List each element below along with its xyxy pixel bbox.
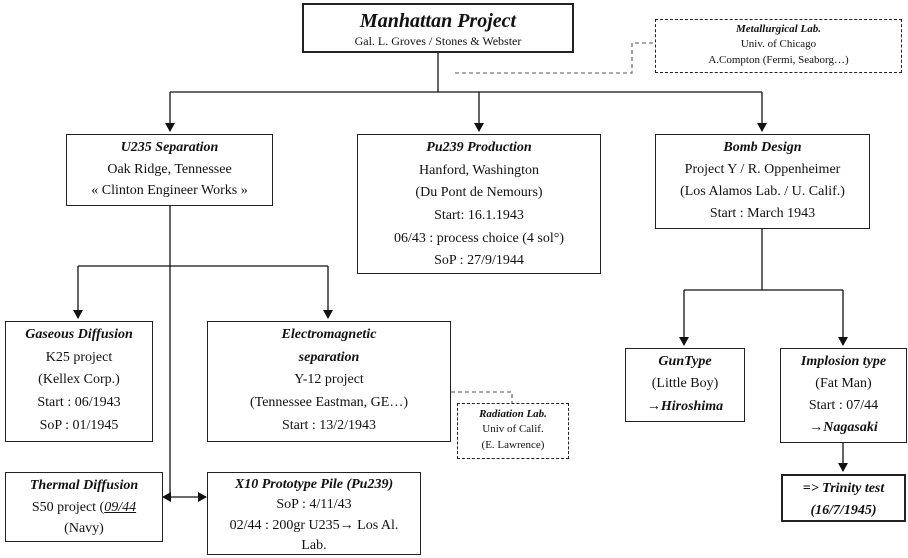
bomb-design-box: Bomb Design Project Y / R. Oppenheimer (… [655,134,870,229]
arrow-right-icon: → [339,517,354,533]
electromagnetic-company: (Tennessee Eastman, GE…) [249,395,409,411]
pu239-production-start: Start: 16.1.1943 [434,208,524,224]
electromagnetic-start: Start : 13/2/1943 [281,417,377,433]
implosion-type-nickname: (Fat Man) [815,376,872,392]
radiation-lab-title: Radiation Lab. [479,408,547,420]
x10-prototype-pile-box: X10 Prototype Pile (Pu239) SoP : 4/11/43… [207,472,421,555]
x10-transfer-destination: Los Al. [357,517,399,533]
pu239-production-sop: SoP : 27/9/1944 [434,253,524,269]
trinity-test-title: => Trinity test [802,481,885,496]
guntype-nickname: (Little Boy) [651,376,719,392]
gaseous-diffusion-sop: SoP : 01/1945 [39,417,119,433]
pu239-production-company: (Du Pont de Nemours) [415,185,543,201]
guntype-result-city: Hiroshima [660,398,724,414]
dashed-link-radiation [451,391,513,403]
x10-prototype-pile-title: X10 Prototype Pile (Pu239) [234,477,394,492]
manhattan-project-leader: Gal. L. Groves / Stones & Webster [354,34,522,48]
implosion-type-box: Implosion type (Fat Man) Start : 07/44 →… [780,348,907,443]
thermal-diffusion-project-date: 09/44 [104,499,137,515]
guntype-title: GunType [658,354,712,369]
u235-separation-title: U235 Separation [120,140,219,155]
electromagnetic-project: Y-12 project [294,372,364,388]
metallurgical-lab-box: Metallurgical Lab. Univ. of Chicago A.Co… [655,19,902,73]
gaseous-diffusion-start: Start : 06/1943 [37,395,121,411]
implosion-type-result: →Nagasaki [781,417,906,439]
guntype-result: →Hiroshima [626,396,744,418]
gaseous-diffusion-title: Gaseous Diffusion [25,327,133,342]
gaseous-diffusion-box: Gaseous Diffusion K25 project (Kellex Co… [5,321,153,442]
manhattan-project-box: Manhattan Project Gal. L. Groves / Stone… [302,3,574,53]
bomb-design-lab: (Los Alamos Lab. / U. Calif.) [680,184,845,200]
bomb-design-start: Start : March 1943 [709,206,816,222]
metallurgical-lab-title: Metallurgical Lab. [736,23,821,35]
x10-prototype-pile-transfer: 02/44 : 200gr U235→ Los Al. [208,516,420,536]
radiation-lab-line2: (E. Lawrence) [481,438,545,451]
radiation-lab-line1: Univ of Calif. [482,423,544,436]
x10-prototype-pile-lab: Lab. [301,537,327,553]
bomb-design-project: Project Y / R. Oppenheimer [684,162,841,178]
bomb-design-title: Bomb Design [723,140,802,155]
x10-transfer-amount: 02/44 : 200gr U235 [229,517,340,533]
thermal-diffusion-project: S50 project (09/44 [6,497,162,519]
metallurgical-lab-line1: Univ. of Chicago [740,38,817,51]
radiation-lab-box: Radiation Lab. Univ of Calif. (E. Lawren… [457,403,569,459]
implosion-type-title: Implosion type [800,354,887,369]
pu239-production-box: Pu239 Production Hanford, Washington (Du… [357,134,601,274]
electromagnetic-title-line1: Electromagnetic [281,327,377,342]
u235-separation-location: Oak Ridge, Tennessee [107,161,232,177]
pu239-production-process: 06/43 : process choice (4 sol°) [393,230,565,246]
thermal-diffusion-operator: (Navy) [64,521,104,537]
gaseous-diffusion-project: K25 project [45,349,113,365]
u235-separation-name: « Clinton Engineer Works » [91,183,248,199]
thermal-diffusion-box: Thermal Diffusion S50 project (09/44 (Na… [5,472,163,542]
dashed-link-metallurgical [455,42,655,74]
metallurgical-lab-line2: A.Compton (Fermi, Seaborg…) [708,53,849,66]
arrow-right-icon: → [809,420,824,436]
manhattan-project-title: Manhattan Project [359,10,517,32]
electromagnetic-title-line2: separation [298,349,360,365]
guntype-box: GunType (Little Boy) →Hiroshima [625,348,745,422]
electromagnetic-separation-box: Electromagnetic separation Y-12 project … [207,321,451,442]
arrow-right-icon: → [646,398,661,414]
pu239-production-location: Hanford, Washington [419,162,539,178]
implosion-type-result-city: Nagasaki [823,420,878,436]
x10-prototype-pile-sop: SoP : 4/11/43 [276,497,352,513]
implosion-type-start: Start : 07/44 [808,398,879,414]
gaseous-diffusion-company: (Kellex Corp.) [38,372,120,388]
u235-separation-box: U235 Separation Oak Ridge, Tennessee « C… [66,134,273,206]
thermal-diffusion-title: Thermal Diffusion [29,478,139,493]
pu239-production-title: Pu239 Production [426,140,532,155]
trinity-test-date: (16/7/1945) [810,502,877,518]
thermal-diffusion-project-prefix: S50 project ( [31,499,105,515]
trinity-test-box: => Trinity test (16/7/1945) [781,474,906,522]
